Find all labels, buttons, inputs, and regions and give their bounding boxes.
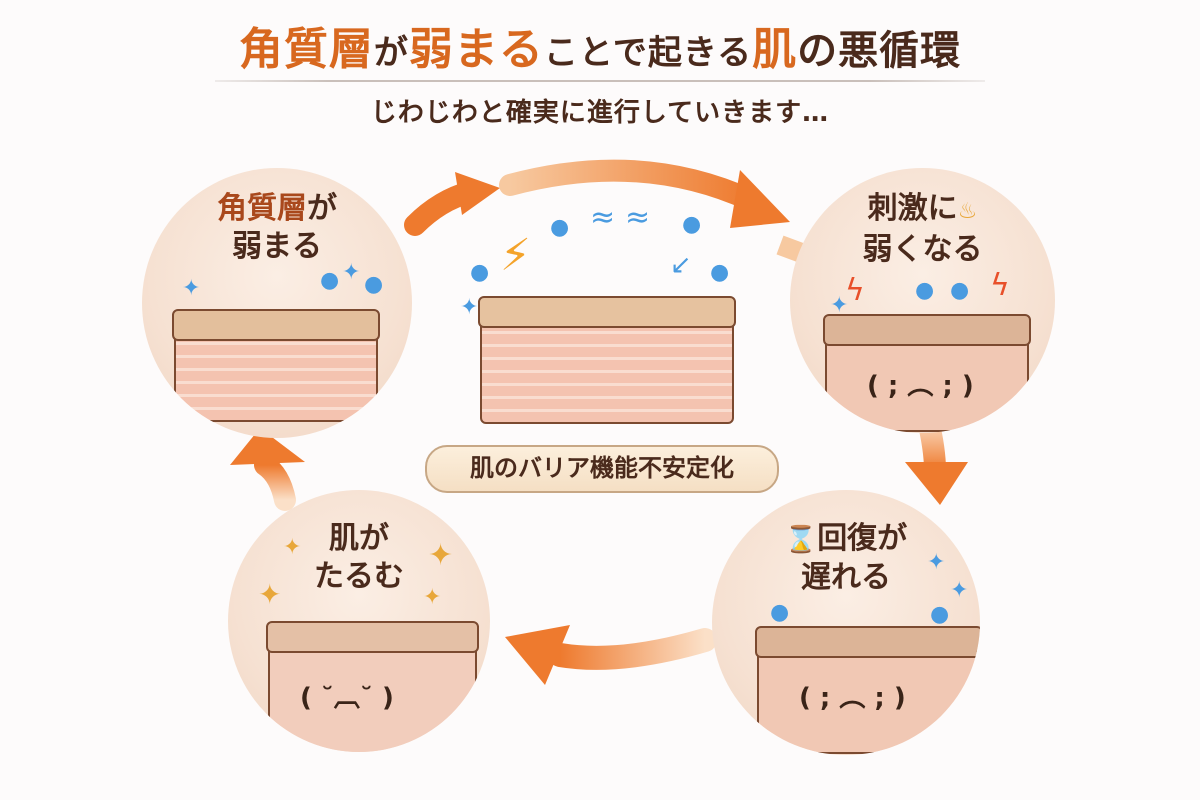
sad-face-icon: ( ; ︵ ; ) xyxy=(867,371,974,401)
water-wave-icon: ≈ xyxy=(625,200,651,235)
title-connector: ことで起きる xyxy=(543,33,753,73)
title-keyword-weaken: 弱まる xyxy=(408,24,544,75)
sparkle-icon: ✦ xyxy=(428,538,454,573)
sparkle-icon: ✦ xyxy=(423,585,442,610)
title-keyword-stratum: 角質層 xyxy=(238,24,374,75)
curved-arrow-icon: ↙ xyxy=(670,250,692,280)
sparkle-icon: ✦ xyxy=(258,578,282,611)
water-drop-icon: ● xyxy=(364,272,384,297)
water-drop-icon: ● xyxy=(320,268,340,293)
page-subtitle: じわじわと確実に進行していきます… xyxy=(370,98,830,128)
hourglass-icon: ⌛ xyxy=(784,525,818,555)
sparkle-icon: ✦ xyxy=(182,276,201,301)
arrow-icon-up xyxy=(230,428,305,511)
title-divider xyxy=(215,80,985,82)
water-drop-icon: ● xyxy=(470,260,490,285)
bandaged-stratum-layer xyxy=(755,626,980,658)
cracked-stratum-layer xyxy=(172,309,380,341)
water-drop-icon: ● xyxy=(930,602,950,627)
cycle-step-slow-recovery: ⌛回復が 遅れる ✦ ✦ ● ● ( ; ︵ ; ) xyxy=(712,490,980,755)
sparkle-icon: ✦ xyxy=(283,535,302,560)
barrier-unstable-badge: 肌のバリア機能不安定化 xyxy=(425,445,779,493)
step-label: 刺激に♨ 弱くなる xyxy=(862,191,983,267)
step-label: 角質層が 弱まる xyxy=(217,191,337,264)
sparkle-icon: ✦ xyxy=(950,578,969,603)
water-drop-icon: ● xyxy=(682,212,702,237)
arrow-icon-top xyxy=(499,159,790,228)
step-label: ⌛回復が 遅れる xyxy=(784,521,908,595)
sparkle-icon: ✦ xyxy=(342,260,361,285)
sad-face-icon: ( ; ︵ ; ) xyxy=(799,683,906,713)
title-particle: が xyxy=(373,33,409,73)
water-drop-icon: ● xyxy=(950,278,970,303)
droopy-face-icon: ( ˘︹˘ ) xyxy=(300,683,394,713)
sparkle-icon: ✦ xyxy=(460,295,479,320)
water-drop-icon: ● xyxy=(915,278,935,303)
recovering-skin-block: ( ; ︵ ; ) xyxy=(755,626,980,754)
cracked-skin-block xyxy=(478,296,736,424)
sparkle-icon: ✦ xyxy=(830,293,849,318)
lightning-icon: ⚡ xyxy=(500,230,531,281)
irritated-skin-block: ( ; ︵ ; ) xyxy=(823,314,1031,432)
water-drop-icon: ● xyxy=(770,600,790,625)
skin-layer-illustration xyxy=(172,309,380,422)
step-label: 肌が たるむ xyxy=(314,521,404,594)
arrow-icon-top-left xyxy=(404,172,500,236)
title-keyword-skin: 肌 xyxy=(752,24,798,75)
sparkle-icon: ✦ xyxy=(927,550,946,575)
cycle-step-sensitive-to-irritation: 刺激に♨ 弱くなる ϟ ϟ ● ● ✦ ( ; ︵ ; ) xyxy=(790,168,1055,433)
cycle-step-stratum-weakens: 角質層が 弱まる ✦ ✦ ● ● xyxy=(142,168,412,438)
cracked-stratum-layer xyxy=(478,296,736,328)
title-ending: の悪循環 xyxy=(797,28,962,74)
arrow-icon-bottom xyxy=(505,625,717,685)
center-skin-illustration: ⚡ ≈ ≈ ● ● ● ● ↙ ✦ xyxy=(460,200,740,430)
water-drop-icon: ● xyxy=(710,260,730,285)
water-wave-icon: ≈ xyxy=(590,200,616,235)
stratum-layer xyxy=(823,314,1031,346)
water-drop-icon: ● xyxy=(550,215,570,240)
page-title: 角質層が弱まることで起きる肌の悪循環 xyxy=(0,24,1200,79)
stratum-layer xyxy=(266,621,479,653)
cycle-step-skin-sags: 肌が たるむ ✦ ✦ ✦ ✦ ( ˘︹˘ ) xyxy=(228,490,490,752)
lightning-icon: ϟ xyxy=(845,273,865,308)
lightning-icon: ϟ xyxy=(990,268,1010,303)
sagging-skin-block: ( ˘︹˘ ) xyxy=(266,621,479,752)
fire-icon: ♨ xyxy=(957,199,978,224)
